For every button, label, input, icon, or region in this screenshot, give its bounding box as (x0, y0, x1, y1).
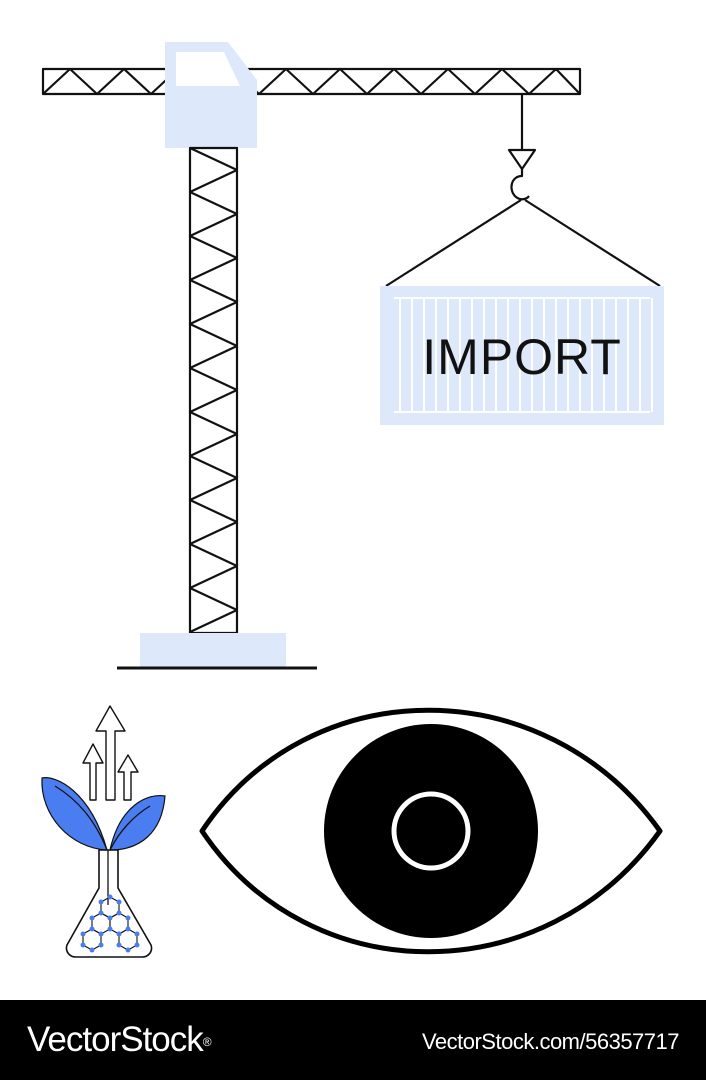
crane-cab-window (176, 52, 240, 86)
container-sling-right (524, 199, 661, 287)
crane-mast-truss (188, 147, 239, 633)
footer-brand-mark: ® (202, 1035, 212, 1049)
eye-icon (199, 707, 663, 955)
footer-brand-logo: VectorStock® (27, 1020, 212, 1060)
watermark-footer: VectorStock® VectorStock.com/56357717 (0, 1000, 706, 1080)
shipping-container-icon: IMPORT (380, 286, 664, 425)
tower-crane-icon (41, 42, 661, 670)
footer-brand-text: VectorStock (27, 1020, 204, 1059)
crane-mast (188, 146, 239, 635)
illustration: IMPORT (41, 42, 664, 958)
container-ribs (394, 297, 653, 413)
plant-leaves (41, 777, 166, 905)
eye-pupil-ring (391, 791, 471, 871)
footer-image-id: VectorStock.com/56357717 (421, 1029, 680, 1054)
molecule-icon (82, 896, 138, 951)
crane-hook-block (507, 148, 537, 171)
plant-flask-icon (41, 705, 166, 958)
flask-outline (65, 849, 153, 958)
crane-jib-truss (42, 67, 581, 96)
growth-arrows-icon (82, 705, 139, 801)
crane-hook-icon (510, 169, 530, 201)
container-label: IMPORT (422, 329, 622, 385)
container-sling-left (385, 199, 522, 287)
molecule-atoms (80, 894, 140, 953)
crane-base (140, 633, 286, 667)
